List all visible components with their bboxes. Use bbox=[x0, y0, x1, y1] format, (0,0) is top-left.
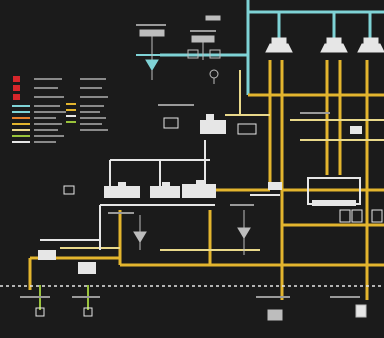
tank-cap-1 bbox=[271, 37, 287, 45]
pump-block-mid bbox=[268, 182, 282, 190]
tank-unit-left bbox=[78, 262, 96, 274]
equipment-block-a bbox=[139, 29, 165, 37]
top-equipment-cluster bbox=[139, 15, 221, 84]
legend-swatch-3 bbox=[13, 94, 20, 100]
equipment-block-b bbox=[191, 35, 215, 43]
lower-left-equipment bbox=[35, 250, 96, 317]
equipment-box-e bbox=[187, 49, 199, 59]
pump-unit-left bbox=[38, 250, 56, 260]
equipment-box-d bbox=[209, 49, 221, 59]
white-piping bbox=[40, 140, 280, 250]
label-mark-6 bbox=[230, 204, 254, 206]
legend-text-10 bbox=[34, 141, 56, 143]
legend-swatch-1 bbox=[13, 76, 20, 82]
small-unit-left bbox=[63, 185, 75, 195]
legend-text-11 bbox=[80, 78, 106, 80]
lower-instruments bbox=[133, 210, 367, 321]
legend-text-7 bbox=[34, 123, 62, 125]
tank-top-1 bbox=[265, 43, 293, 53]
vessel-2 bbox=[150, 182, 180, 198]
legend-text-6 bbox=[34, 117, 56, 119]
label-mark-7 bbox=[256, 296, 290, 298]
valve-block-right bbox=[350, 126, 362, 134]
upper-tanks bbox=[265, 37, 384, 53]
bottom-unit bbox=[267, 309, 283, 321]
label-mark-5 bbox=[108, 212, 134, 214]
vessel-3 bbox=[182, 180, 216, 198]
pump-icon-top bbox=[209, 69, 219, 79]
legend-text-9 bbox=[34, 135, 64, 137]
mid-equipment bbox=[63, 114, 383, 223]
label-mark-8 bbox=[20, 296, 50, 298]
instrument-icon-a bbox=[133, 231, 147, 243]
outlet-icon-b bbox=[83, 307, 93, 317]
label-mark-10 bbox=[330, 296, 360, 298]
legend-text-5 bbox=[34, 111, 66, 113]
equipment-block-c bbox=[205, 15, 221, 21]
legend-text-17 bbox=[80, 123, 102, 125]
legend-text-15 bbox=[80, 111, 100, 113]
bottom-unit-right bbox=[355, 304, 367, 318]
tank-top-2 bbox=[320, 43, 348, 53]
label-mark-4 bbox=[300, 112, 330, 114]
legend-text-18 bbox=[80, 129, 108, 131]
process-piping bbox=[28, 60, 384, 300]
legend-text-12 bbox=[80, 87, 102, 89]
small-unit-right bbox=[237, 123, 257, 135]
reactor-block bbox=[200, 120, 226, 134]
label-mark-9 bbox=[72, 296, 100, 298]
cyclone-icon bbox=[145, 59, 159, 71]
legend-text-14 bbox=[80, 105, 104, 107]
small-unit-mid bbox=[163, 117, 179, 129]
vessel-1 bbox=[104, 182, 140, 198]
unit-box-a bbox=[339, 209, 351, 223]
instrument-icon-b bbox=[237, 227, 251, 239]
reactor-cap bbox=[206, 114, 214, 120]
tank-top-3 bbox=[357, 43, 384, 53]
legend bbox=[12, 76, 108, 143]
legend-text-1 bbox=[34, 78, 62, 80]
legend-text-8 bbox=[34, 129, 58, 131]
tank-cap-2 bbox=[326, 37, 342, 45]
separator-base bbox=[312, 200, 356, 206]
utility-piping bbox=[136, 0, 384, 95]
label-mark-2 bbox=[190, 30, 216, 32]
legend-text-16 bbox=[80, 117, 106, 119]
unit-box-b bbox=[351, 209, 363, 223]
legend-swatch-2 bbox=[13, 85, 20, 91]
outlet-icon-a bbox=[35, 307, 45, 317]
legend-text-3 bbox=[34, 96, 64, 98]
legend-text-4 bbox=[34, 105, 60, 107]
tank-cap-3 bbox=[363, 37, 379, 45]
legend-text-13 bbox=[80, 96, 108, 98]
pale-piping bbox=[60, 70, 384, 251]
legend-text-2 bbox=[34, 87, 58, 89]
label-mark-1 bbox=[136, 24, 166, 26]
unit-box-c bbox=[371, 209, 383, 223]
label-marks bbox=[20, 24, 360, 298]
label-mark-3 bbox=[158, 104, 194, 106]
